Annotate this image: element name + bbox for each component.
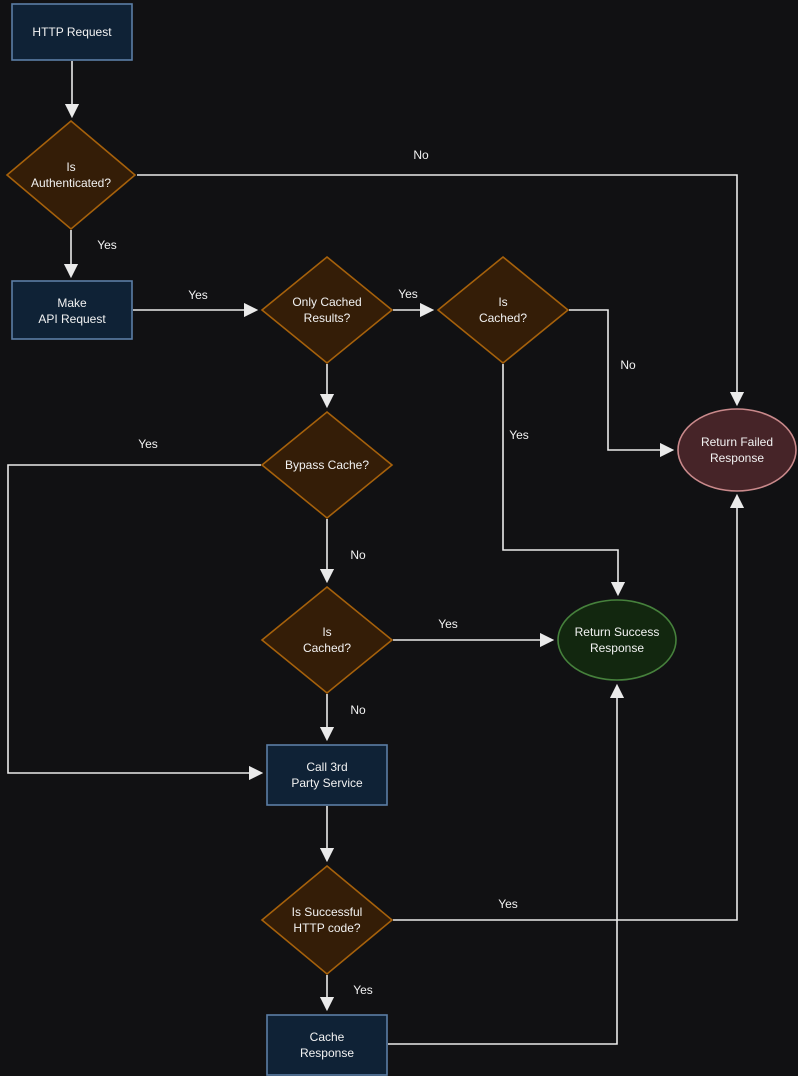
node-return-success-label-1: Return Success (575, 625, 660, 639)
node-return-failed-shape (677, 408, 797, 492)
node-http-request: HTTP Request (11, 3, 133, 61)
node-is-authenticated: Is Authenticated? (5, 119, 137, 231)
edge-label-successful-yes-down: Yes (353, 983, 373, 997)
node-call-3rd-party-shape (266, 744, 388, 806)
node-is-successful-http-label-2: HTTP code? (293, 921, 360, 935)
node-is-authenticated-label-2: Authenticated? (31, 176, 111, 190)
node-bypass-cache-shape (260, 410, 394, 520)
node-only-cached-results-shape (260, 255, 394, 365)
node-bypass-cache-label: Bypass Cache? (285, 458, 369, 472)
node-return-success: Return Success Response (557, 599, 677, 681)
edge-label-cached-mid-no: No (350, 703, 366, 717)
edge-label-bypass-no: No (350, 548, 366, 562)
edge-label-bypass-yes: Yes (138, 437, 158, 451)
edge-labels: Yes No Yes Yes No Yes Yes No Yes No Yes … (97, 148, 636, 997)
node-return-success-label-2: Response (590, 641, 644, 655)
node-return-failed-label-2: Response (710, 451, 764, 465)
node-is-cached-mid: Is Cached? (260, 585, 394, 695)
edge-label-cached-mid-yes: Yes (438, 617, 458, 631)
node-cache-response-label-1: Cache (310, 1030, 345, 1044)
node-is-cached-top: Is Cached? (436, 255, 570, 365)
node-http-request-shape (11, 3, 133, 61)
edge-is-cached-top-to-success (502, 364, 626, 597)
node-make-api-request-label-1: Make (57, 296, 87, 310)
node-http-request-label: HTTP Request (32, 25, 112, 39)
node-make-api-request-shape (11, 280, 133, 340)
edges (7, 61, 745, 1045)
edge-successful-to-failed (393, 493, 745, 921)
edge-label-only-cached-yes: Yes (398, 287, 418, 301)
node-call-3rd-party-label-1: Call 3rd (306, 760, 347, 774)
edge-label-successful-yes-right: Yes (498, 897, 518, 911)
node-return-failed: Return Failed Response (677, 408, 797, 492)
node-is-cached-top-shape (436, 255, 570, 365)
node-cache-response-label-2: Response (300, 1046, 354, 1060)
edge-label-auth-yes: Yes (97, 238, 117, 252)
node-call-3rd-party: Call 3rd Party Service (266, 744, 388, 806)
node-is-authenticated-label-1: Is (66, 160, 75, 174)
node-call-3rd-party-label-2: Party Service (291, 776, 363, 790)
node-is-successful-http-label-1: Is Successful (292, 905, 363, 919)
node-only-cached-results: Only Cached Results? (260, 255, 394, 365)
edge-label-cached-top-no: No (620, 358, 636, 372)
node-is-cached-top-label-1: Is (498, 295, 507, 309)
node-bypass-cache: Bypass Cache? (260, 410, 394, 520)
node-is-successful-http-shape (260, 864, 394, 976)
edge-cache-to-success (388, 683, 625, 1045)
node-return-success-shape (557, 599, 677, 681)
node-return-failed-label-1: Return Failed (701, 435, 773, 449)
node-is-cached-mid-label-2: Cached? (303, 641, 351, 655)
node-is-cached-mid-shape (260, 585, 394, 695)
node-cache-response-shape (266, 1014, 388, 1076)
node-is-authenticated-shape (5, 119, 137, 231)
node-is-successful-http: Is Successful HTTP code? (260, 864, 394, 976)
edge-label-api-yes: Yes (188, 288, 208, 302)
edge-label-cached-top-yes: Yes (509, 428, 529, 442)
edge-auth-to-failed (137, 174, 745, 407)
edge-is-cached-top-to-failed (569, 309, 675, 458)
node-make-api-request-label-2: API Request (38, 312, 106, 326)
node-only-cached-results-label-1: Only Cached (292, 295, 361, 309)
node-only-cached-results-label-2: Results? (304, 311, 351, 325)
node-cache-response: Cache Response (266, 1014, 388, 1076)
node-is-cached-top-label-2: Cached? (479, 311, 527, 325)
node-is-cached-mid-label-1: Is (322, 625, 331, 639)
node-make-api-request: Make API Request (11, 280, 133, 340)
edge-label-auth-no: No (413, 148, 429, 162)
edge-bypass-to-call (7, 464, 264, 781)
